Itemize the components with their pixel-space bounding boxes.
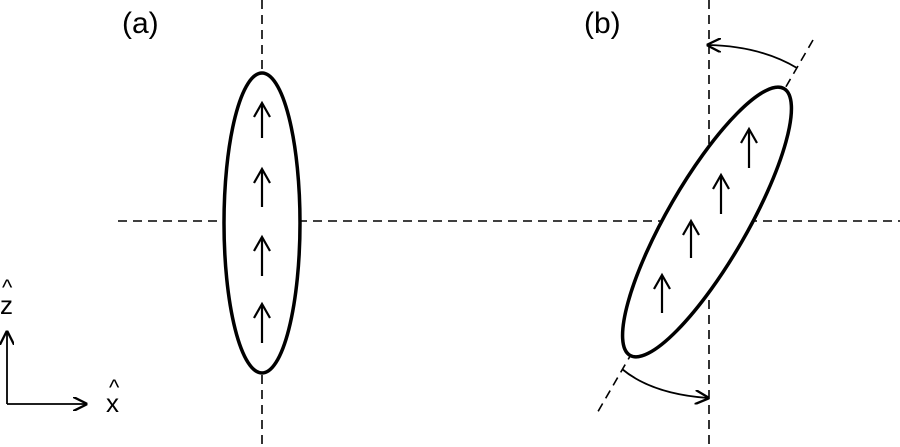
spin-arrow-up-icon [682, 218, 700, 258]
panel-b-tilted-ellipse [620, 85, 794, 359]
x-axis-hat: ^ [109, 375, 120, 400]
panel-a-label: (a) [122, 7, 159, 40]
panel-b-spin-arrows [653, 126, 758, 313]
z-axis-hat: ^ [2, 275, 13, 300]
spin-arrow-up-icon [253, 301, 271, 343]
spin-arrow-up-icon [253, 234, 271, 276]
bottom-rotation-arc-arrow [621, 368, 708, 398]
spin-arrow-up-icon [253, 100, 271, 138]
z-axis-label: z [0, 290, 13, 320]
spin-arrow-up-icon [253, 166, 271, 207]
panel-a-ellipse [222, 71, 302, 375]
spin-arrow-up-icon [712, 172, 730, 214]
top-rotation-arc-arrow [708, 45, 798, 69]
spin-arrow-up-icon [740, 126, 758, 168]
panel-b-label: (b) [584, 7, 621, 40]
spin-arrow-up-icon [653, 272, 671, 313]
coordinate-axes: ^ z ^ x [0, 275, 120, 418]
panel-a-spin-arrows [253, 100, 271, 343]
x-axis-label: x [106, 388, 119, 418]
panel-b-ellipse-group [620, 85, 794, 359]
